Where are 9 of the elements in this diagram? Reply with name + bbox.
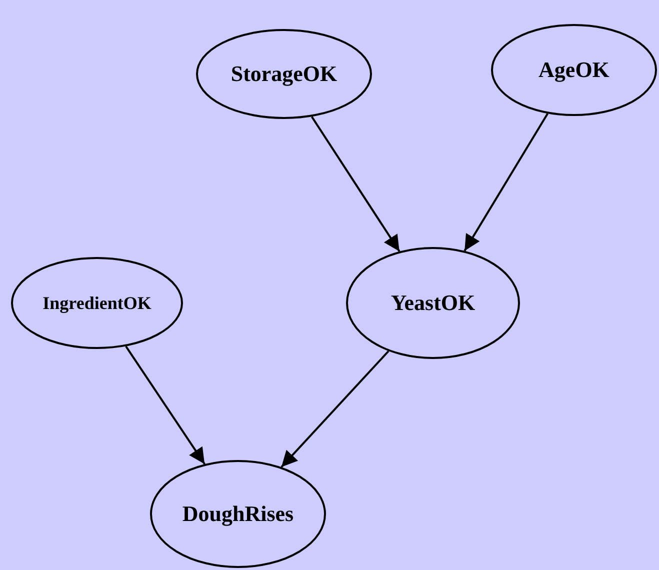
arrow (310, 116, 400, 252)
node-label: IngredientOK (42, 292, 152, 314)
node-label: StorageOK (230, 61, 338, 87)
arrow (280, 350, 390, 468)
node-label: DoughRises (182, 501, 294, 527)
arrow (464, 113, 548, 252)
arrow (125, 346, 206, 465)
node-label: YeastOK (390, 290, 476, 316)
node-label: AgeOK (538, 57, 610, 83)
